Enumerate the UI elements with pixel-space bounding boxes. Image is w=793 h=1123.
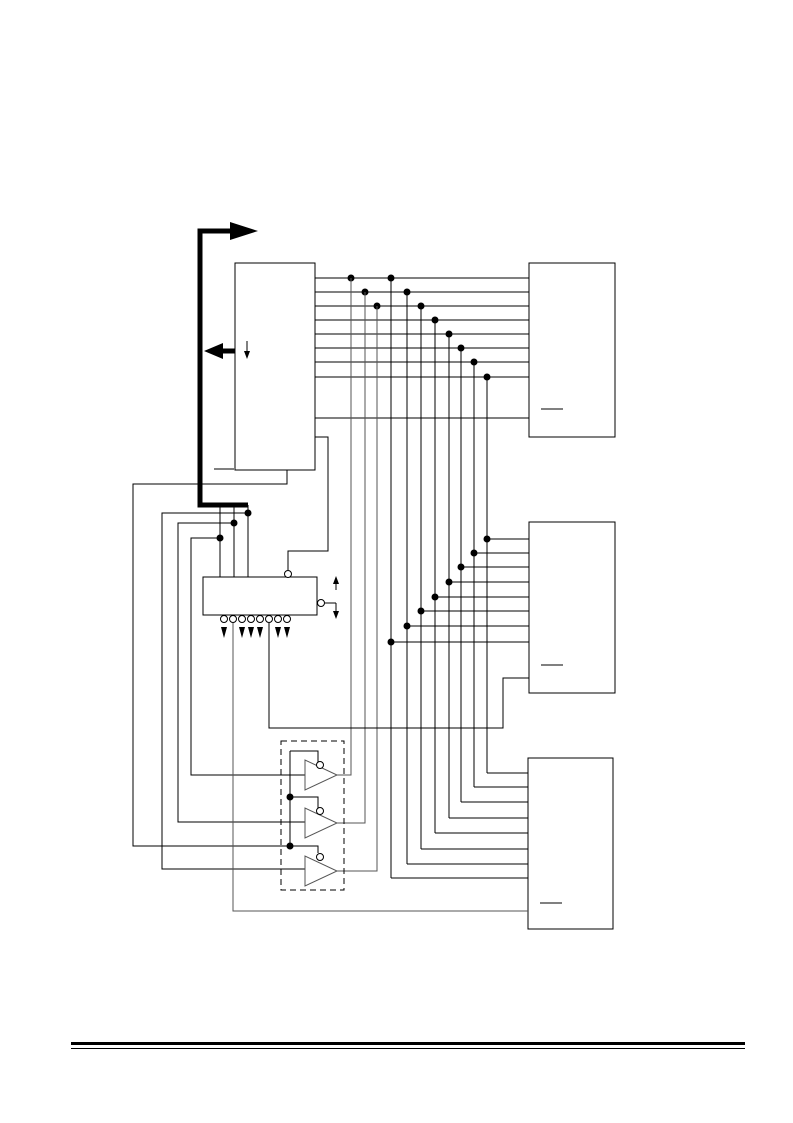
memory-block-middle [528,521,616,694]
lower-memory-lines [391,772,528,879]
middle-memory-lines [391,538,529,643]
bus-horizontal-lines [315,277,529,419]
buffer-group [280,740,345,891]
decoder-outputs [220,615,291,638]
secondary-wiring [232,623,528,912]
footer-rule-thick [71,1042,745,1045]
decoder-block [202,570,339,619]
main-bus [197,222,258,508]
controller-block [214,262,316,471]
memory-block-lower [527,757,614,930]
memory-block-upper [528,262,616,438]
select-lines [337,278,378,872]
footer-rule-thin [71,1048,745,1049]
bus-vertical-lines [390,278,488,878]
control-wiring [132,436,529,870]
